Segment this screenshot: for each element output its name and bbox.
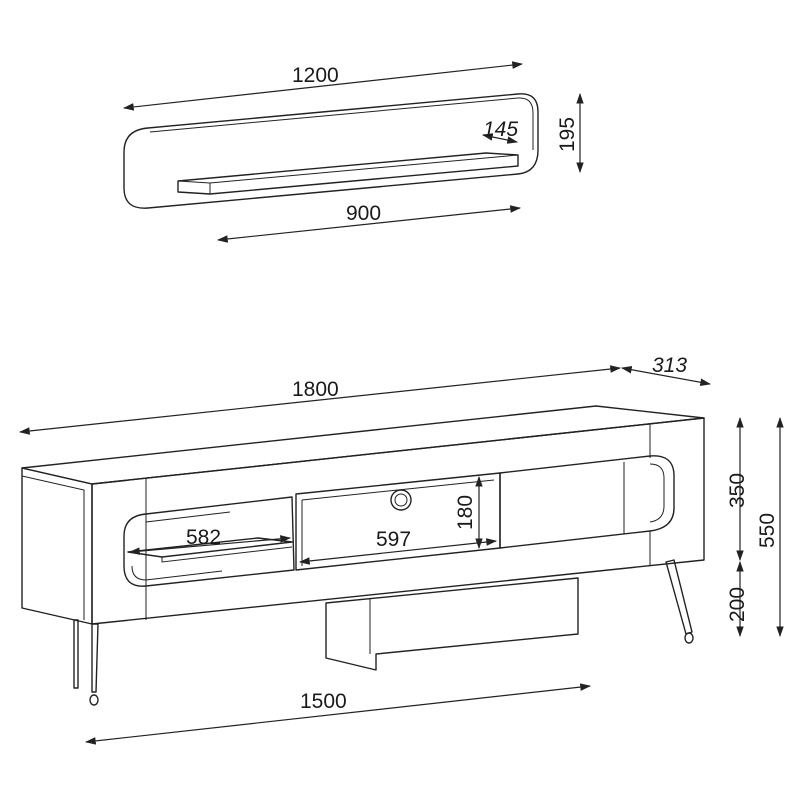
wall-shelf-board [177,152,519,195]
tv-unit-drawer-knob-inner [394,493,408,507]
tv-unit-base-edge [325,598,371,658]
dim-shelf-height-text: 195 [556,117,579,152]
dim-unit-width-line [18,365,622,435]
dim-drawer-width-text: 597 [376,528,411,551]
tv-unit-front [91,417,705,625]
tv-unit-base [325,577,579,671]
dim-base-width-text: 1500 [300,690,347,713]
tv-unit-left-side-edge [21,475,85,620]
dim-unit-depth-text: 313 [652,354,687,377]
tv-unit-left-back-leg [73,619,79,689]
wall-shelf-board-edge [177,154,519,194]
dim-drawer-height-text: 180 [454,495,477,530]
tv-unit-right-opening [499,455,675,549]
tv-unit-right-opening-inner [623,462,665,534]
wall-shelf [123,93,539,209]
dim-drawer-width-line [298,538,498,565]
dim-left-shelf-text: 582 [186,526,221,549]
wall-shelf-dimensions: 1200 195 145 900 [122,61,584,243]
tv-unit-right-leg [665,559,693,635]
dim-shelf-board-width-text: 900 [346,202,381,225]
tv-unit-left-front-leg [91,623,99,693]
wall-shelf-back-panel [123,93,539,209]
dim-shelf-width-text: 1200 [292,64,339,87]
tv-unit-top [21,405,705,485]
dim-total-height-text: 550 [756,513,779,548]
dim-unit-width-text: 1800 [292,378,339,401]
dim-shelf-depth-text: 145 [483,118,518,141]
dim-base-width-line [84,683,592,745]
dim-leg-height-text: 200 [726,587,749,622]
dim-shelf-board-width-line [216,205,522,243]
tv-unit-dimensions: 1800 313 350 550 200 1500 582 597 180 [18,354,784,745]
dim-shelf-depth-line [481,133,519,144]
tv-unit-left-leg-foot [89,694,99,706]
tv-unit-drawer-knob-icon [390,489,412,511]
tv-unit-front-inner-top [145,423,651,479]
dim-shelf-width-line [122,61,524,111]
wall-shelf-back-panel-edge [149,97,534,150]
tv-unit-left-side [21,467,93,625]
dim-left-shelf-line [128,535,292,555]
dim-unit-depth-line [620,366,712,386]
dim-body-height-text: 350 [726,473,749,508]
tv-unit-right-leg-foot [684,632,694,644]
